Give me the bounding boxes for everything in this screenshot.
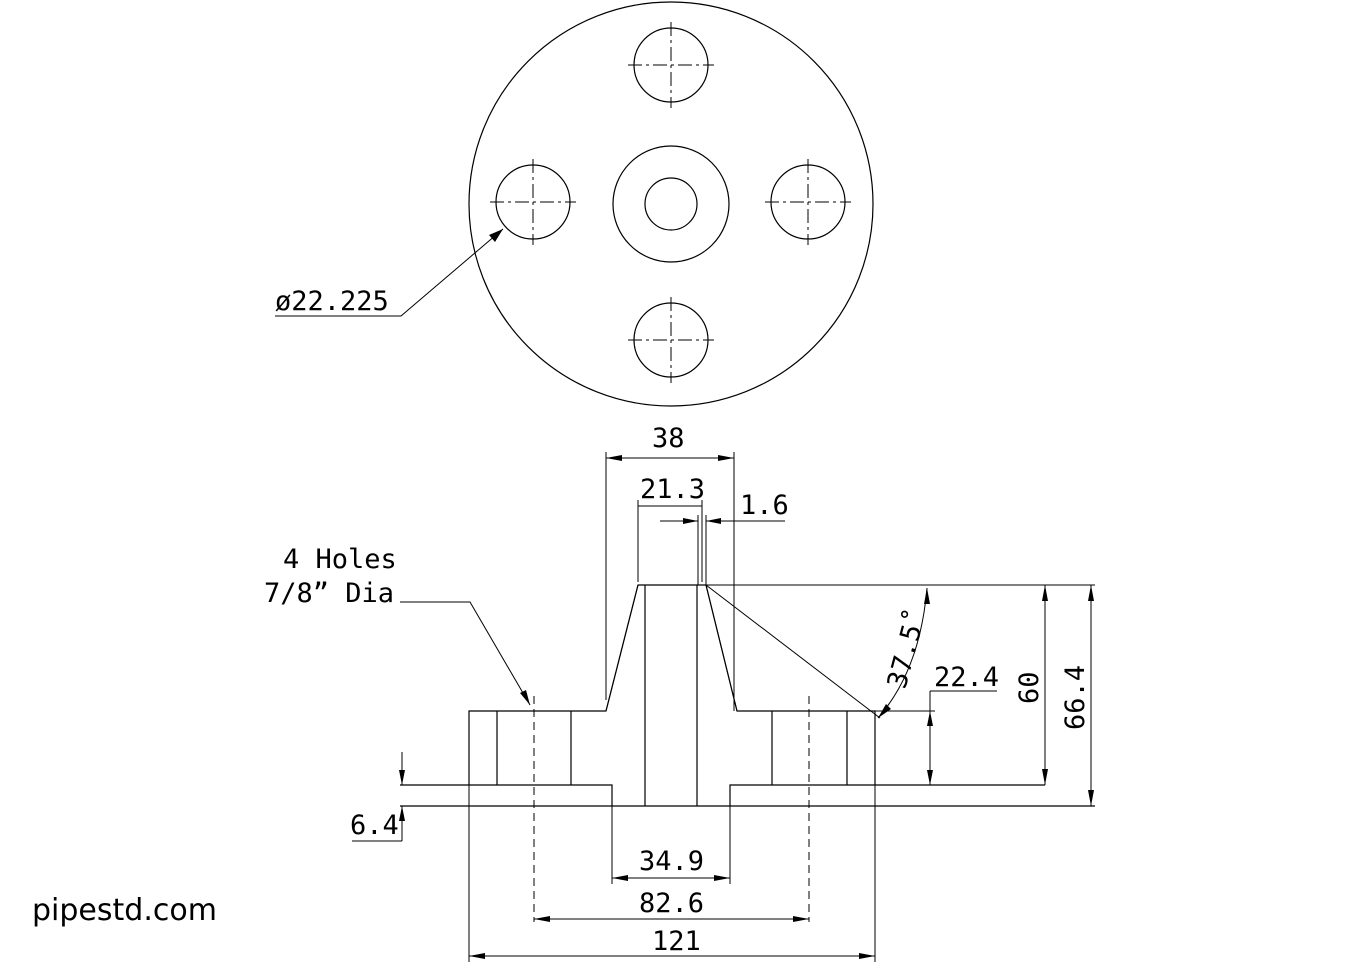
bore-circle bbox=[644, 177, 698, 231]
hub-outer-circle bbox=[612, 145, 730, 263]
bolt-hole-callout-text: ø22.225 bbox=[275, 286, 389, 317]
dim-hub-height-text: 60 bbox=[1014, 671, 1045, 704]
dim-bore-diameter-text: 21.3 bbox=[640, 474, 705, 505]
dim-flange-thickness-text: 22.4 bbox=[934, 662, 999, 693]
dim-bolt-circle-diameter-text: 82.6 bbox=[639, 888, 704, 919]
hatch-left-flange-edge bbox=[468, 710, 498, 786]
bolt-hole-centerlines bbox=[490, 22, 851, 383]
dim-taper-angle: 37.5˚ bbox=[877, 587, 933, 719]
dim-hub-top-width-text: 38 bbox=[652, 423, 685, 454]
site-watermark: pipestd.com bbox=[32, 893, 217, 928]
bolt-hole-callout: ø22.225 bbox=[275, 228, 504, 317]
hatch-right-flange-edge bbox=[846, 710, 876, 786]
dim-outside-diameter-text: 121 bbox=[652, 926, 701, 957]
dim-raised-face-height: 6.4 bbox=[350, 752, 405, 842]
dim-taper-angle-text: 37.5˚ bbox=[882, 605, 933, 692]
dim-bore-diameter: 21.3 bbox=[637, 474, 705, 582]
dim-raised-face-step-text: 1.6 bbox=[740, 490, 789, 521]
dim-hub-height: 60 bbox=[1014, 585, 1048, 785]
dim-overall-height-text: 66.4 bbox=[1060, 665, 1091, 730]
holes-note: 4 Holes 7/8” Dia bbox=[264, 544, 531, 706]
holes-note-line1: 4 Holes bbox=[283, 544, 397, 575]
hatch-left-hub bbox=[570, 584, 646, 807]
section-outline bbox=[468, 584, 876, 807]
flange-outline-circle bbox=[468, 1, 874, 407]
dim-hub-top-width: 38 bbox=[605, 423, 735, 711]
holes-note-line2: 7/8” Dia bbox=[264, 578, 394, 609]
dim-overall-height: 66.4 bbox=[1060, 585, 1094, 806]
dim-bolt-circle-diameter: 82.6 bbox=[534, 888, 809, 922]
dim-raised-face-diameter: 34.9 bbox=[611, 806, 731, 884]
dim-raised-face-height-text: 6.4 bbox=[350, 810, 399, 841]
plan-view: ø22.225 bbox=[275, 1, 874, 407]
dim-flange-thickness: 22.4 bbox=[927, 662, 999, 785]
dim-outside-diameter: 121 bbox=[468, 785, 876, 962]
section-view: 38 21.3 1.6 4 Holes 7/8” Dia bbox=[264, 423, 1095, 962]
dim-raised-face-step: 1.6 bbox=[660, 490, 789, 585]
dim-raised-face-diameter-text: 34.9 bbox=[639, 846, 704, 877]
